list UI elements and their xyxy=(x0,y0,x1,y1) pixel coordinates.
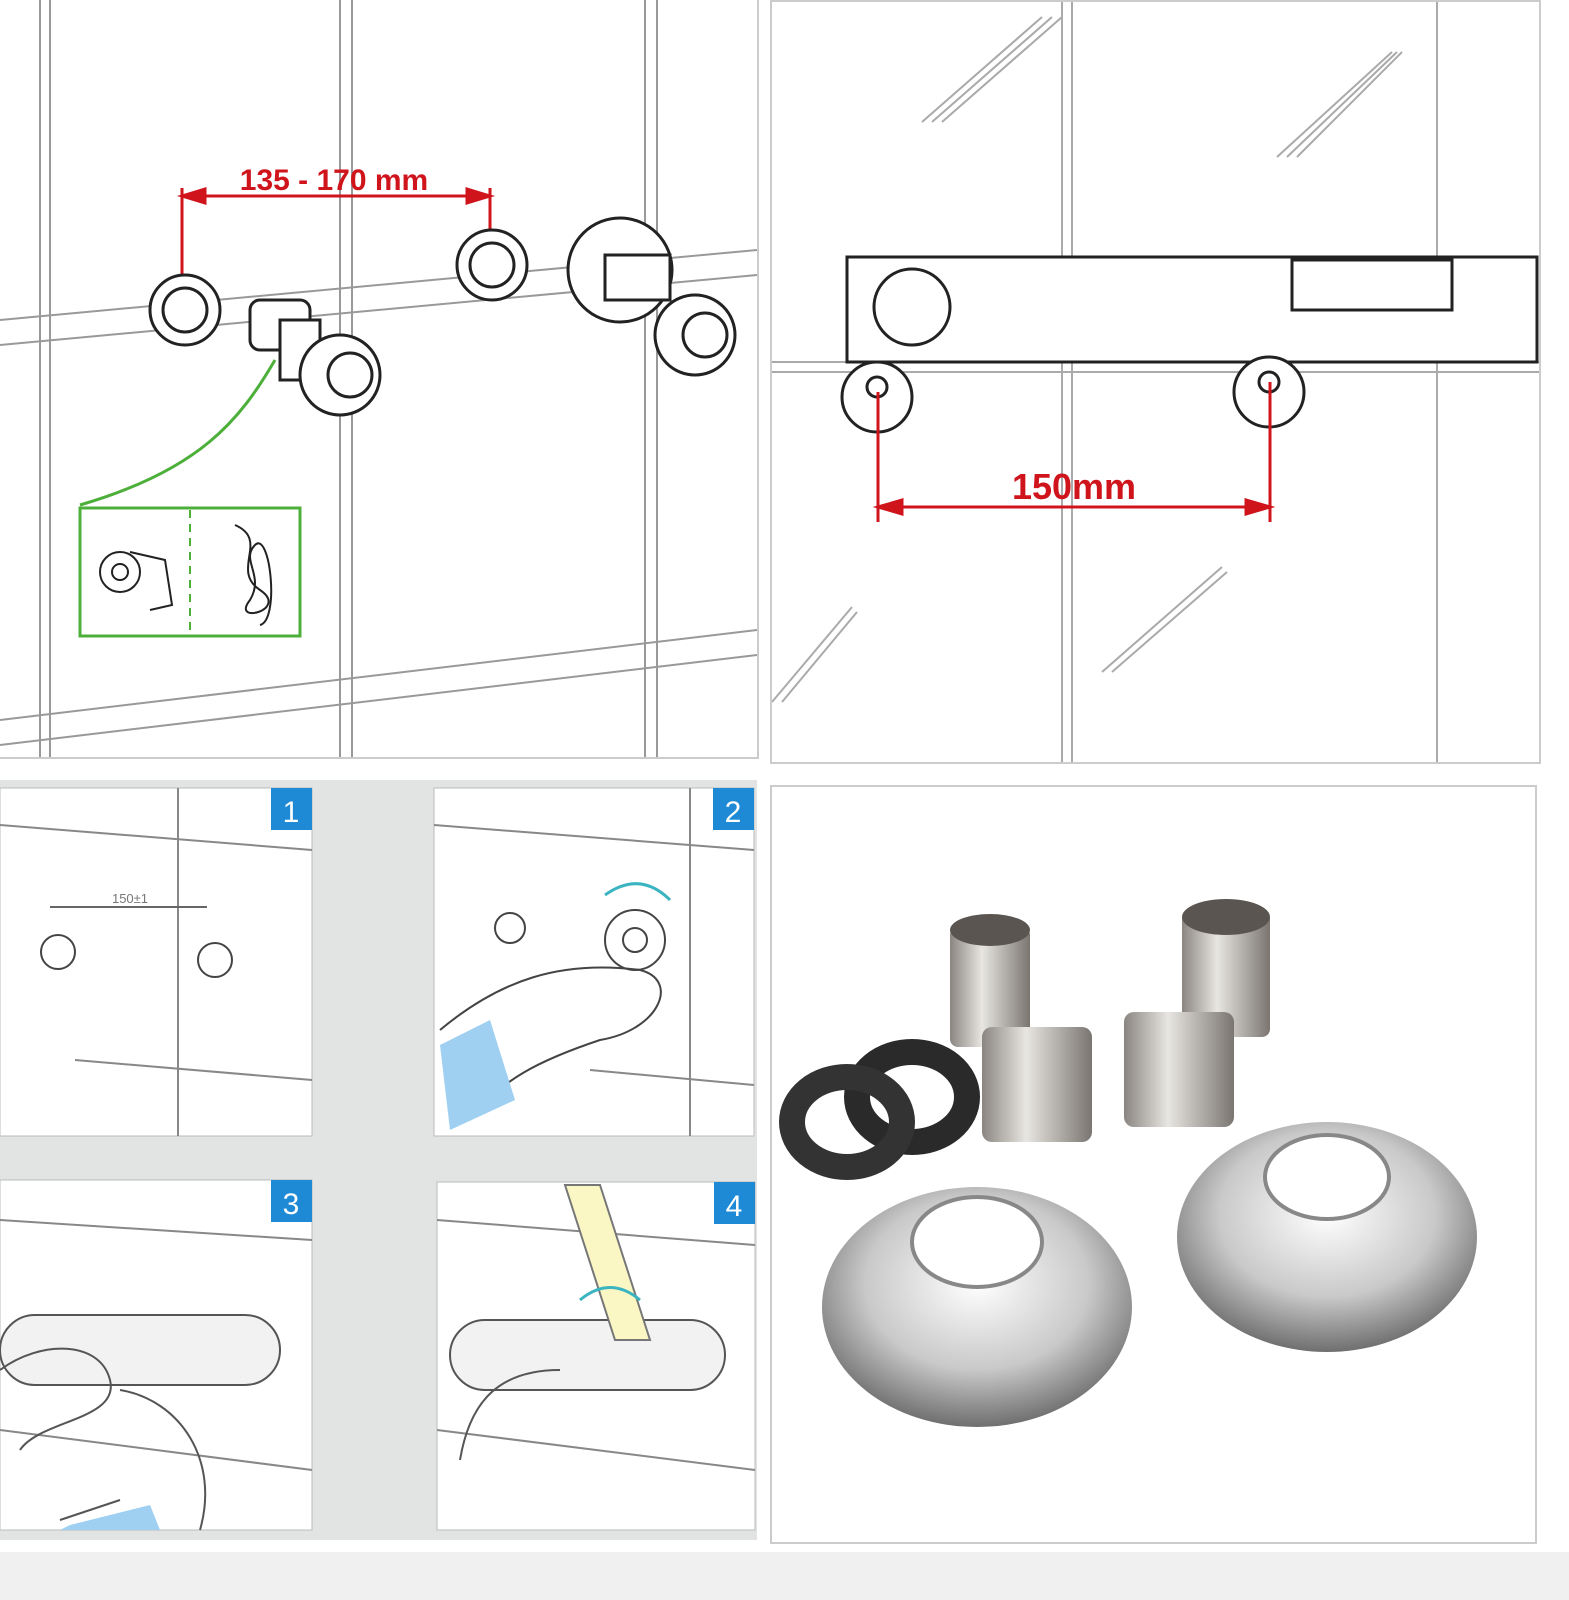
chrome-rosette-icon xyxy=(1177,1122,1477,1352)
steps-panel: 150±1 1 2 3 xyxy=(0,780,757,1540)
wall-outlets xyxy=(148,228,529,347)
hemp-icon xyxy=(234,524,273,626)
step-badge xyxy=(271,1180,312,1222)
product-photo xyxy=(779,899,1477,1427)
spirit-level-icon xyxy=(840,255,1539,434)
chrome-rosette-icon xyxy=(822,1187,1132,1427)
installation-steps: 150±1 1 2 3 xyxy=(0,787,756,1531)
level-diagram: 150mm xyxy=(772,2,1539,762)
spacing-diagram-panel: 135 - 170 mm xyxy=(0,0,759,759)
step-number: 1 xyxy=(283,796,300,829)
step-4: 4 xyxy=(436,1181,756,1531)
spacing-dimension-label: 135 - 170 mm xyxy=(240,164,428,197)
level-diagram-panel: 150mm xyxy=(770,0,1541,764)
level-dimension-label: 150mm xyxy=(1012,466,1136,507)
dimension-arrow xyxy=(176,186,496,310)
ptfe-tape-icon xyxy=(99,551,174,611)
sealing-materials-box xyxy=(78,506,302,638)
step-badge xyxy=(713,788,754,830)
step-number: 2 xyxy=(725,796,742,829)
green-arrow xyxy=(79,359,277,507)
step-badge xyxy=(271,788,312,830)
step-2: 2 xyxy=(433,787,755,1137)
offset-connector-icon xyxy=(1124,899,1270,1127)
bottom-strip xyxy=(0,1552,1569,1600)
dimension-arrow xyxy=(872,382,1276,522)
step-1-dimension-label: 150±1 xyxy=(112,891,148,906)
step-3: 3 xyxy=(0,1179,313,1531)
spacing-diagram: 135 - 170 mm xyxy=(0,0,757,757)
connector-left-icon xyxy=(248,298,382,417)
rubber-washer-icon xyxy=(779,1039,980,1180)
connector-right-icon xyxy=(566,216,737,377)
step-badge xyxy=(714,1182,755,1224)
product-photo-panel xyxy=(770,785,1537,1544)
step-number: 4 xyxy=(726,1190,743,1223)
step-1: 150±1 1 xyxy=(0,787,313,1137)
step-number: 3 xyxy=(283,1188,300,1221)
offset-connector-icon xyxy=(950,914,1092,1142)
